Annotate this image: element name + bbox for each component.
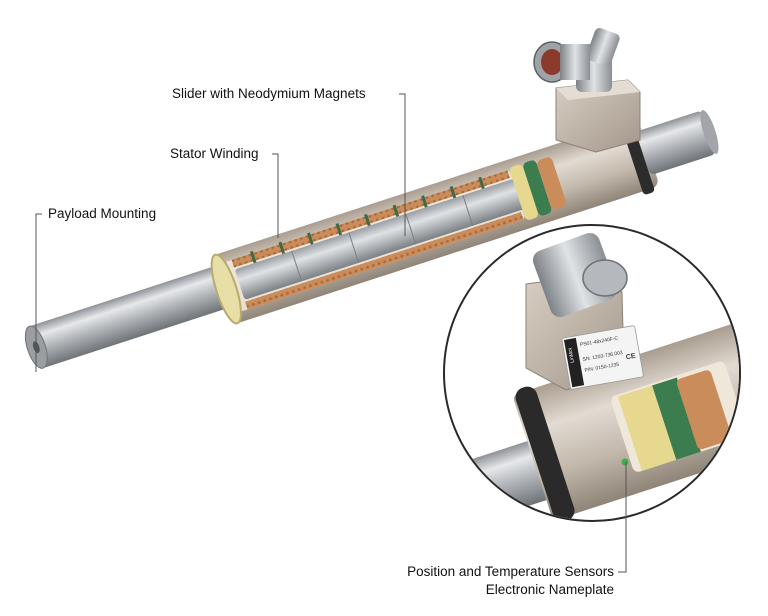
label-payload: Payload Mounting (48, 206, 157, 221)
stator-leader (272, 153, 279, 238)
label-sensors: Position and Temperature Sensors (407, 564, 614, 579)
leader-lines (35, 93, 627, 573)
angled-connector (533, 27, 620, 92)
label-stator: Stator Winding (170, 146, 259, 161)
sensor-icon (621, 458, 629, 466)
stator-housing (210, 110, 719, 325)
payload-leader (35, 213, 42, 372)
connector-pins-icon (541, 49, 563, 75)
label-slider: Slider with Neodymium Magnets (172, 86, 366, 101)
electronic-nameplate: LinMot PS01-48x240F-C SN: 1203-736.003 P… (561, 325, 644, 390)
ce-mark: CE (625, 353, 636, 362)
main-actuator (24, 27, 719, 369)
nameplate-brand: LinMot (567, 347, 576, 363)
sensors-leader (618, 462, 627, 573)
stator-coils-bottom (245, 212, 524, 310)
detail-magnifier: LinMot PS01-48x240F-C SN: 1203-736.003 P… (443, 224, 741, 522)
slider-leader (399, 93, 406, 236)
label-nameplate: Electronic Nameplate (485, 582, 614, 597)
magnet-slider (235, 177, 530, 300)
stator-coils-top (231, 170, 510, 268)
